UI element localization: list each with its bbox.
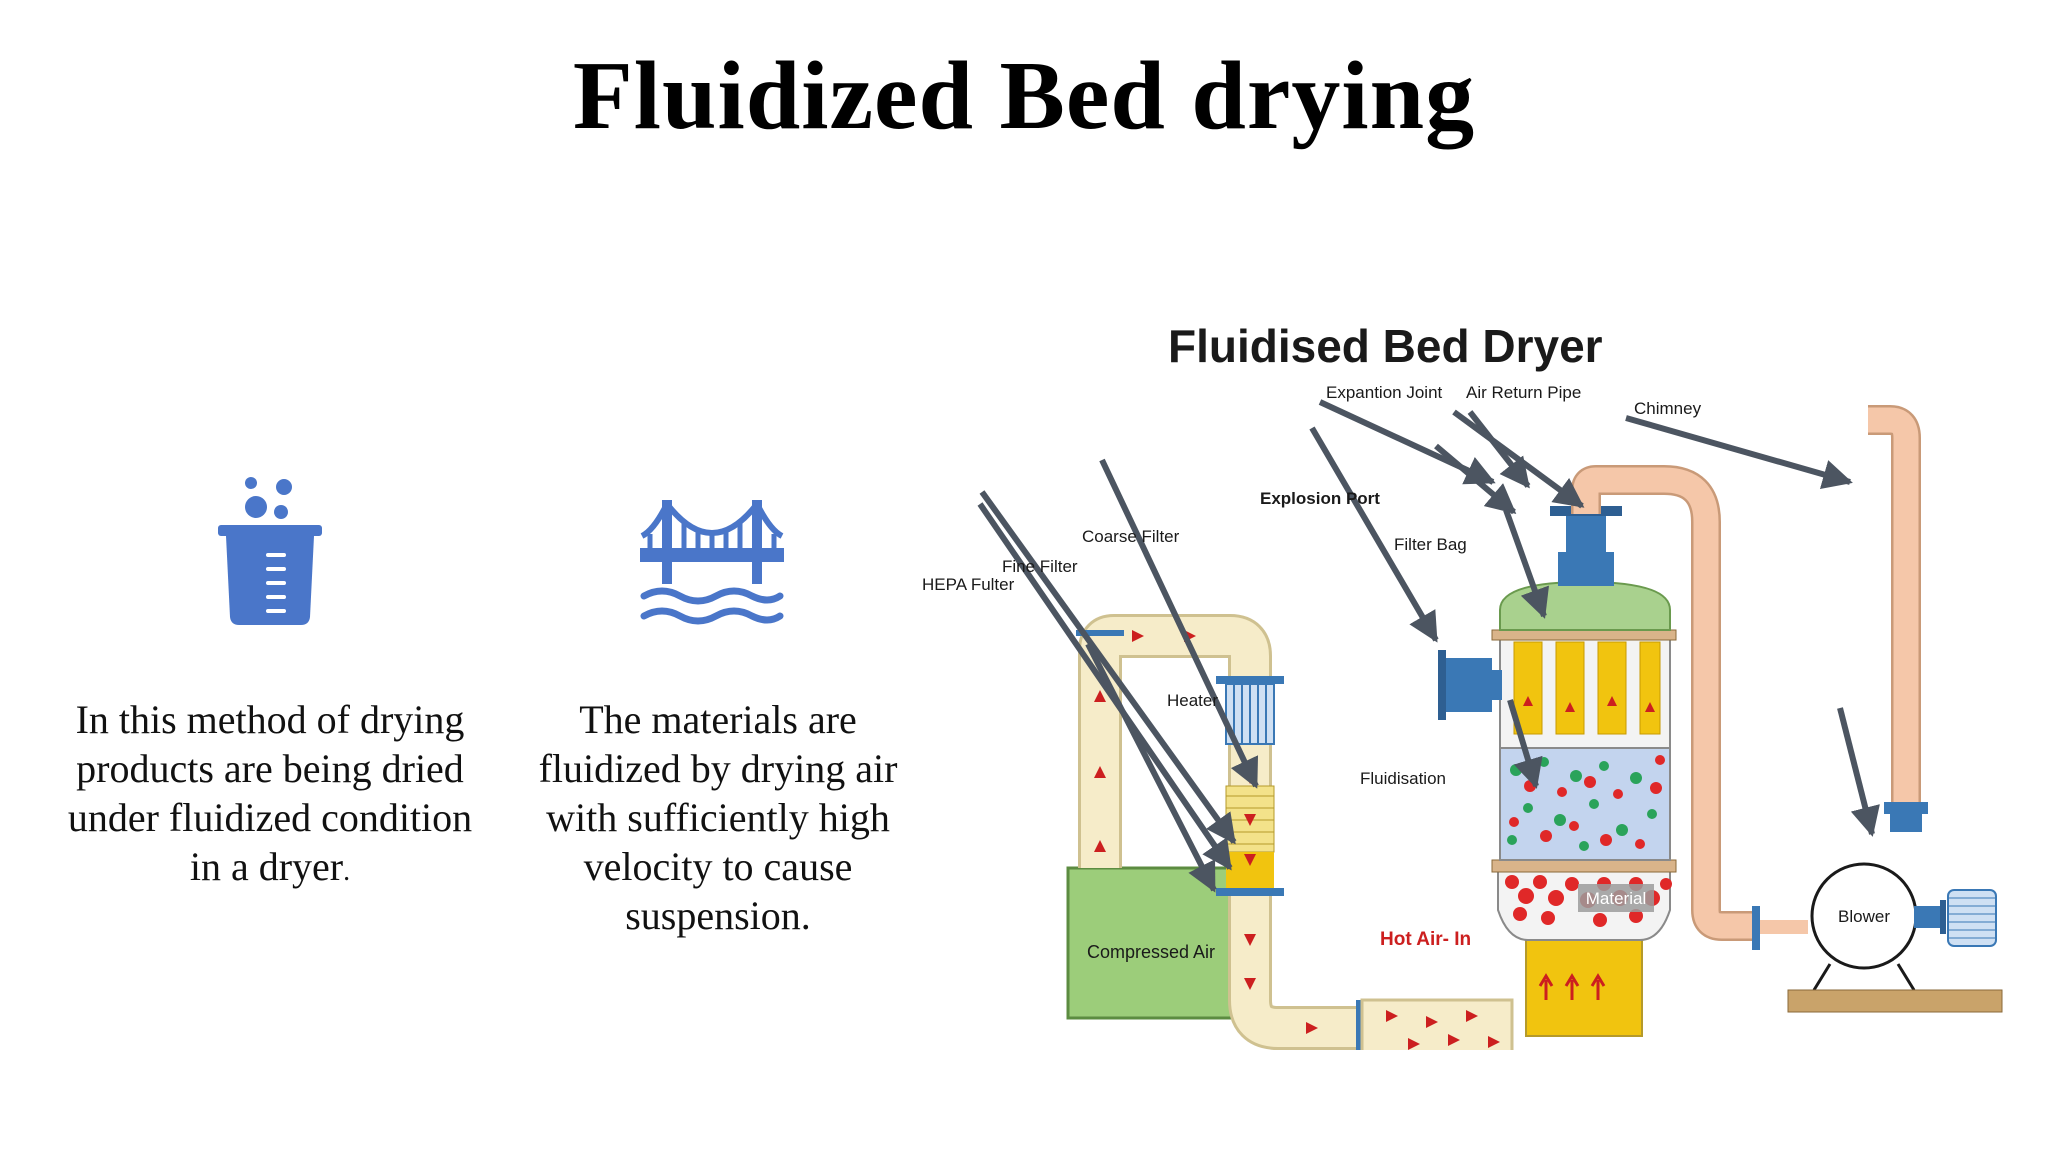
method-text-period: .: [343, 856, 351, 887]
air-return-pipe-label: Air Return Pipe: [1466, 383, 1581, 402]
coarse-filter-label: Coarse Filter: [1082, 527, 1180, 546]
chimney-label: Chimney: [1634, 399, 1702, 418]
page-title: Fluidized Bed drying: [572, 42, 1476, 150]
expansion-joint-label: Expantion Joint: [1326, 383, 1443, 402]
hot-air-in-label: Hot Air- In: [1380, 929, 1471, 950]
diagram-title: Fluidised Bed Dryer: [1168, 320, 1603, 372]
fluidised-bed-dryer-diagram: Fluidised Bed Dryer Compressed Air Hot A…: [922, 320, 2003, 1050]
callout-arrows: [977, 399, 1880, 893]
fluidization-description: The materials are fluidized by drying ai…: [538, 697, 898, 938]
filter-bag-label: Filter Bag: [1394, 535, 1467, 554]
hot-air-inlet-duct: [1360, 998, 1514, 1050]
dryer-vessel: [1438, 506, 1677, 1037]
filter-bags: [1513, 641, 1661, 735]
compressed-air-tank: [1066, 866, 1236, 1020]
explosion-port-label: Explosion Port: [1260, 489, 1380, 508]
blower-label: Blower: [1838, 907, 1890, 926]
fluidisation-label: Fluidisation: [1360, 769, 1446, 788]
beaker-icon: [218, 475, 322, 627]
method-description: In this method of drying products are be…: [60, 695, 480, 896]
fine-filter-label: Fine Filter: [1002, 557, 1078, 576]
blower-unit: [1752, 862, 2003, 1013]
heater-label: Heater: [1167, 691, 1218, 710]
heater-unit: [1225, 683, 1275, 745]
method-text: In this method of drying products are be…: [67, 697, 473, 889]
bridge-icon: [640, 500, 784, 628]
material-label: Material: [1586, 889, 1646, 908]
hepa-filter-label: HEPA Fulter: [922, 575, 1015, 594]
compressed-air-label: Compressed Air: [1087, 942, 1215, 962]
